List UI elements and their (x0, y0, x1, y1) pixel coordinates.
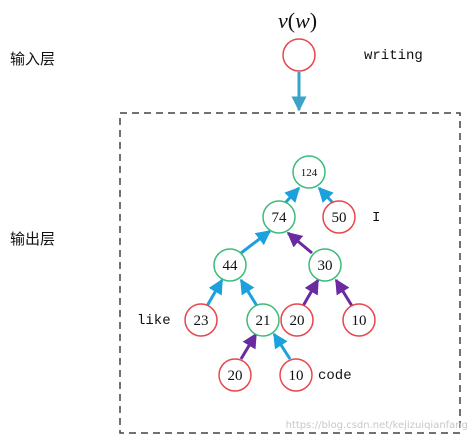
tree-nodes: 124 74 50 44 30 23 21 20 (184, 155, 376, 392)
node-30: 30 (308, 248, 342, 282)
node-root: 124 (292, 155, 326, 189)
node-50-label: 50 (332, 210, 347, 226)
node-23: 23 (184, 303, 218, 337)
edge-10b-21 (272, 332, 292, 360)
node-44: 44 (213, 248, 247, 282)
writing-word: writing (364, 48, 423, 64)
node-21-label: 21 (256, 313, 271, 329)
edge-10-30 (334, 278, 354, 307)
formula-w: w (295, 8, 310, 33)
node-74-label: 74 (272, 210, 288, 226)
node-44-label: 44 (223, 258, 239, 274)
word-like: like (137, 313, 171, 329)
word-I: I (372, 210, 380, 226)
edge-20-30 (301, 278, 320, 307)
edge-23-44 (205, 278, 224, 307)
formula-vw: v(w) (278, 8, 317, 33)
node-10-bottom-label: 10 (289, 368, 304, 384)
watermark: https://blog.csdn.net/kejizuiqianfang (286, 420, 468, 431)
formula-v: v (278, 8, 288, 33)
node-21: 21 (246, 303, 280, 337)
node-20-right: 20 (280, 303, 314, 337)
node-23-label: 23 (194, 313, 209, 329)
node-20-bottom: 20 (218, 358, 252, 392)
word-code: code (318, 368, 352, 384)
node-20-bottom-label: 20 (228, 368, 243, 384)
node-74: 74 (262, 200, 296, 234)
input-node (282, 38, 316, 72)
tree-edges (205, 186, 354, 360)
node-50: 50 (322, 200, 356, 234)
edge-44-74 (240, 229, 272, 255)
node-30-label: 30 (318, 258, 333, 274)
edge-21-44 (239, 278, 259, 307)
formula-rparen: ) (310, 8, 317, 33)
output-layer-label: 输出层 (10, 230, 55, 248)
edge-30-74 (286, 231, 313, 255)
edge-50-root (317, 186, 335, 205)
node-10-right: 10 (342, 303, 376, 337)
edge-74-root (283, 186, 301, 205)
formula-lparen: ( (288, 8, 295, 33)
node-20-right-label: 20 (290, 313, 305, 329)
output-layer-box (119, 112, 461, 434)
node-10-right-label: 10 (352, 313, 367, 329)
input-layer-label: 输入层 (10, 50, 55, 68)
edge-20b-21 (239, 332, 258, 360)
node-root-label: 124 (301, 167, 318, 179)
node-10-bottom: 10 (279, 358, 313, 392)
